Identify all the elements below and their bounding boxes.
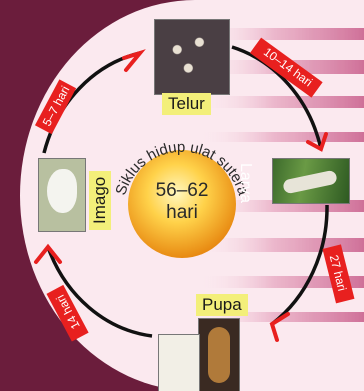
imago-photo bbox=[38, 158, 86, 232]
stage-label-pupa: Pupa bbox=[196, 294, 248, 316]
larva-body bbox=[282, 170, 338, 195]
stage-label-imago: Imago bbox=[89, 171, 111, 230]
egg-photo bbox=[154, 19, 230, 95]
larva-photo bbox=[272, 158, 350, 204]
stage-label-egg: Telur bbox=[162, 93, 211, 115]
center-unit: hari bbox=[142, 202, 222, 224]
moth-body bbox=[47, 169, 77, 213]
pupa-photo bbox=[198, 318, 240, 391]
cocoon-photo bbox=[158, 334, 200, 391]
pupa-body bbox=[208, 327, 230, 383]
stage-label-larva: Larva bbox=[234, 157, 256, 209]
center-duration: 56–62 bbox=[142, 180, 222, 202]
